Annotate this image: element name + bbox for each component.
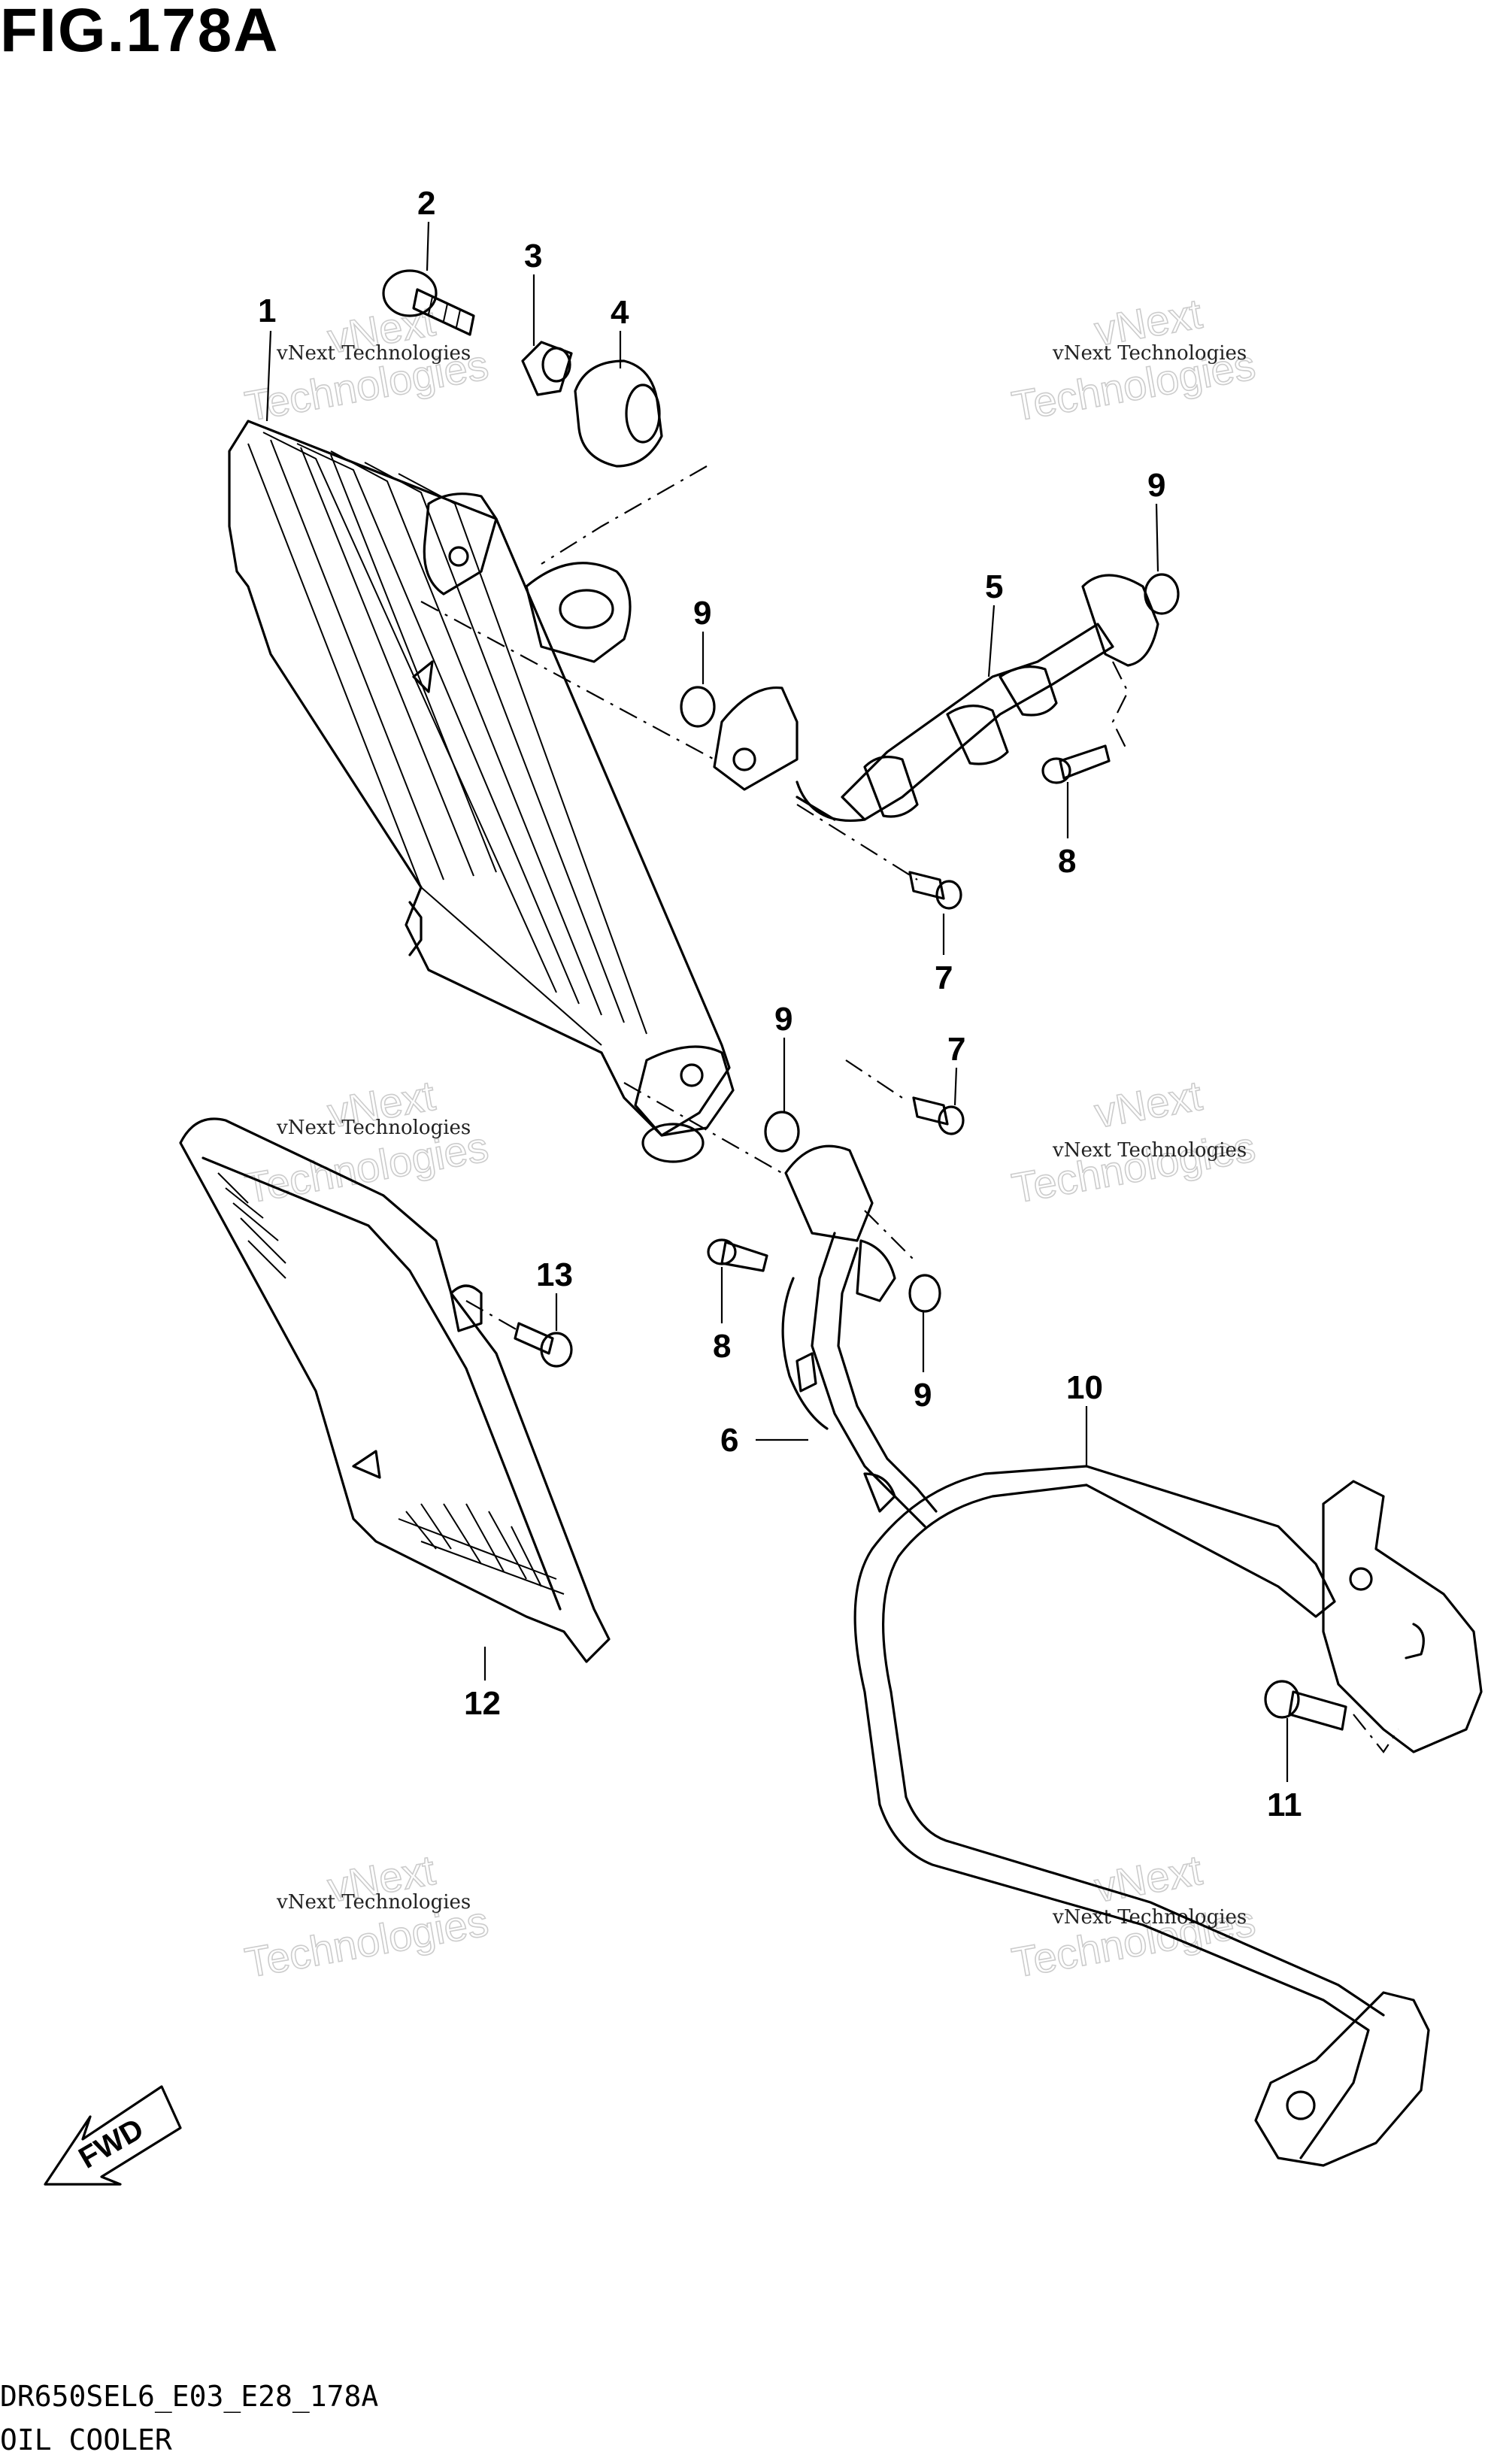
callout-11: 11 <box>1267 1787 1302 1823</box>
forward-direction-arrow: FWD <box>44 2085 182 2186</box>
guard-frame <box>853 1465 1483 2167</box>
collar <box>521 341 573 396</box>
oil-cooler-hose-inlet <box>713 574 1159 822</box>
watermark-small: vNext Technologies <box>1052 1906 1247 1929</box>
callout-9b: 9 <box>693 595 711 632</box>
watermark-small: vNext Technologies <box>276 1117 471 1139</box>
callout-6: 6 <box>720 1422 738 1459</box>
watermark: Technologies vNext vNext Technologies <box>241 296 492 431</box>
oil-cooler-cover <box>179 1117 611 1663</box>
callout-9d: 9 <box>914 1377 932 1414</box>
oil-cooler-hose-outlet <box>781 1144 938 1528</box>
o-ring <box>764 1111 800 1153</box>
watermark-small: vNext Technologies <box>1052 342 1247 365</box>
bolt <box>908 871 962 910</box>
leader-lines <box>265 221 1289 1782</box>
bolt <box>1264 1680 1347 1731</box>
o-ring <box>908 1274 941 1313</box>
callout-7b: 7 <box>947 1031 965 1068</box>
bolt <box>514 1322 573 1368</box>
diagram-name: OIL COOLER <box>0 2423 172 2456</box>
figure-title: FIG.178A <box>0 0 280 65</box>
watermark: Technologies vNext vNext Technologies <box>1008 1071 1259 1213</box>
callout-9a: 9 <box>1147 467 1165 504</box>
callout-labels: 1 2 3 4 5 9 9 8 7 9 7 13 8 9 6 10 12 11 <box>258 185 1302 1823</box>
callout-10: 10 <box>1066 1369 1103 1406</box>
bolt-with-washer <box>382 269 475 336</box>
watermark: Technologies vNext vNext Technologies <box>241 1071 492 1213</box>
diagram-code: DR650SEL6_E03_E28_178A <box>0 2380 379 2413</box>
watermark: Technologies vNext vNext Technologies <box>1008 1845 1259 1987</box>
watermark: Technologies vNext vNext Technologies <box>241 1845 492 1987</box>
watermark: Technologies vNext vNext Technologies <box>1008 289 1259 431</box>
watermark-big-top: vNext <box>1091 1071 1205 1137</box>
watermark-big: Technologies <box>1008 1123 1259 1212</box>
callout-9c: 9 <box>774 1001 792 1038</box>
o-ring <box>1144 573 1180 615</box>
bolt <box>912 1096 965 1135</box>
callout-8a: 8 <box>1058 843 1076 880</box>
fwd-label: FWD <box>74 2112 150 2175</box>
callout-2: 2 <box>417 185 435 222</box>
callout-5: 5 <box>985 568 1003 605</box>
callout-13: 13 <box>536 1256 573 1293</box>
callout-1: 1 <box>258 292 276 329</box>
callout-4: 4 <box>611 294 629 331</box>
callout-3: 3 <box>524 238 542 274</box>
alignment-lines <box>420 465 1399 1753</box>
watermark-small: vNext Technologies <box>276 1891 471 1914</box>
callout-8b: 8 <box>713 1328 731 1365</box>
bolt <box>707 1238 768 1272</box>
o-ring <box>680 686 716 728</box>
oil-cooler-core <box>228 420 735 1163</box>
grommet <box>574 359 663 468</box>
callout-7a: 7 <box>935 959 953 996</box>
watermark-small: vNext Technologies <box>276 342 471 365</box>
bolt <box>1041 744 1111 784</box>
watermark-small: vNext Technologies <box>1052 1139 1247 1162</box>
callout-12: 12 <box>464 1685 501 1722</box>
